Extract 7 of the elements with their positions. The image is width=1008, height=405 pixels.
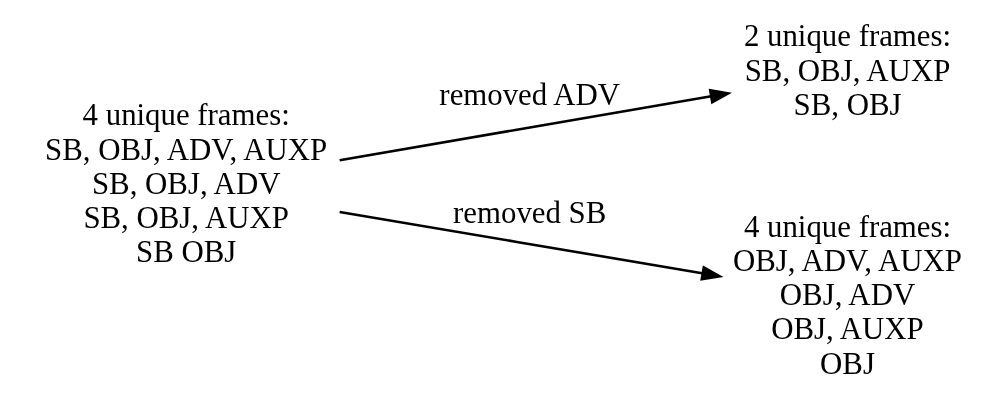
node-text: 2 unique frames: SB, OBJ, AUXP SB, OBJ — [743, 19, 952, 122]
node-text: 4 unique frames: OBJ, ADV, AUXP OBJ, ADV OBJ, AUXP OBJ — [733, 209, 963, 381]
node-text: 4 unique frames: SB, OBJ, ADV, AUXP SB, OBJ, ADV SB, OBJ, AUXP SB OBJ — [45, 98, 328, 270]
arrow — [339, 210, 724, 281]
edge-label: removed ADV — [439, 77, 621, 112]
edge-label: removed SB — [453, 195, 607, 230]
arrow — [339, 88, 732, 162]
